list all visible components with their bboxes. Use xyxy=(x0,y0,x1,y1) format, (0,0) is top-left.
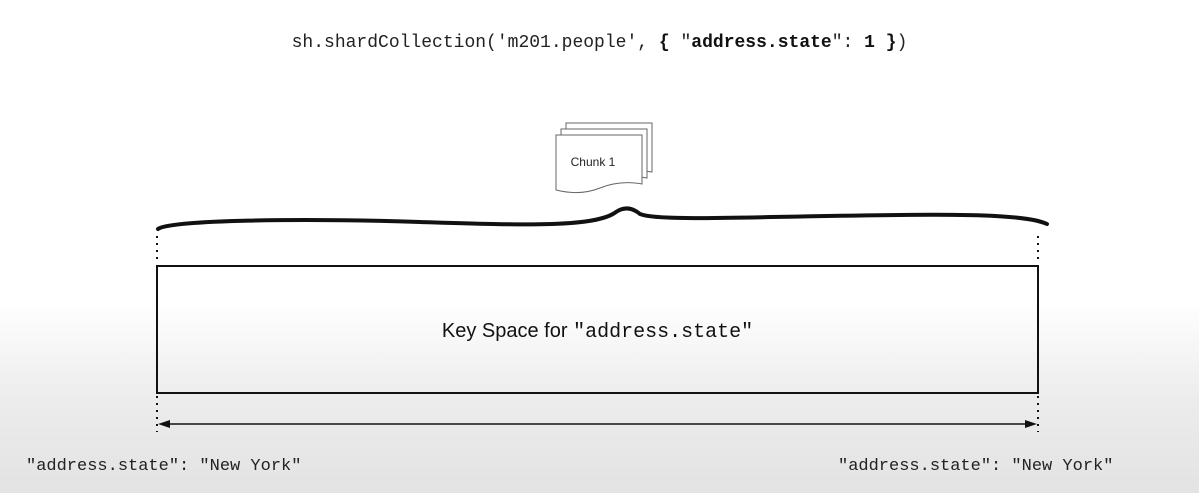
range-arrow-right-head xyxy=(1025,420,1037,428)
command-quote-open: " xyxy=(669,33,692,53)
command-close-brace: } xyxy=(874,33,897,53)
command-field: address.state xyxy=(691,33,832,53)
command-quote-close: ": xyxy=(831,33,865,53)
command-prefix: sh.shardCollection('m201.people', xyxy=(291,33,659,53)
keyspace-label: Key Space for "address.state" xyxy=(158,320,1037,344)
range-start-label: "address.state": "New York" xyxy=(26,457,302,476)
chunk-brace xyxy=(156,206,1049,231)
range-arrow-left-head xyxy=(158,420,170,428)
shard-command: sh.shardCollection('m201.people', { "add… xyxy=(0,33,1199,53)
command-value: 1 xyxy=(864,33,875,53)
command-open-brace: { xyxy=(658,33,670,53)
keyspace-box: Key Space for "address.state" xyxy=(156,265,1039,394)
keyspace-label-text: Key Space for xyxy=(441,320,574,342)
command-suffix: ) xyxy=(896,33,908,53)
range-end-label: "address.state": "New York" xyxy=(838,457,1114,476)
chunk-stack-icon xyxy=(555,122,653,194)
keyspace-label-field: "address.state" xyxy=(573,321,754,344)
chunk-label: Chunk 1 xyxy=(570,155,616,169)
range-arrow xyxy=(158,420,1037,428)
chunk-page-front xyxy=(555,134,643,194)
